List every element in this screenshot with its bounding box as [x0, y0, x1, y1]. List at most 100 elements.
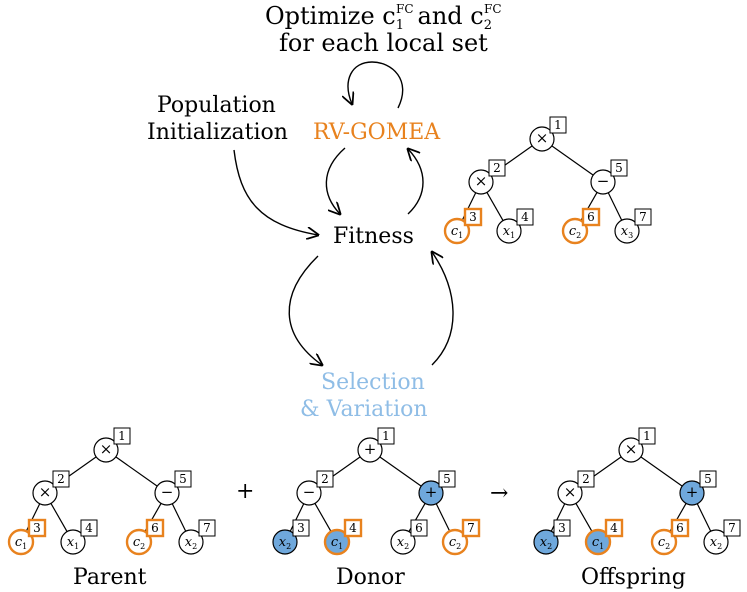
node-circle — [703, 529, 729, 555]
node-circle — [357, 437, 383, 463]
node-index: 1 — [382, 429, 390, 443]
offspring-label: Offspring — [581, 565, 686, 590]
node-index-box — [670, 518, 690, 538]
node-index: 5 — [443, 472, 451, 486]
node-index: 2 — [582, 472, 590, 486]
node-index-box — [488, 159, 506, 177]
node-label: c2 — [449, 535, 461, 551]
tree-edge — [640, 456, 683, 487]
node-index-box — [377, 427, 395, 445]
node-index: 1 — [643, 429, 651, 443]
tree-node: x26 — [390, 519, 428, 555]
node-circle — [272, 529, 298, 555]
node-index-box — [438, 470, 456, 488]
node-label: x3 — [621, 224, 633, 240]
init-to-fitness-arrow — [233, 149, 318, 235]
tree-node: c26 — [650, 518, 690, 556]
tree-node: c1 4 — [323, 518, 363, 556]
node-label: c1 — [451, 224, 463, 240]
tree-node: −2 — [296, 470, 334, 506]
node-index: 2 — [493, 161, 501, 175]
node-index: 1 — [554, 118, 562, 132]
node-label: − — [161, 483, 174, 501]
node-label: − — [597, 172, 610, 190]
node-index: 5 — [704, 472, 712, 486]
node-index-box — [604, 518, 624, 538]
node-circle — [441, 528, 469, 556]
node-circle — [418, 480, 444, 506]
trees-layer: ×1×2−5c13x14c26x37×1×2−5c13x14c26x27+1−2… — [7, 116, 741, 556]
node-label: + — [686, 483, 699, 501]
node-index-box — [553, 519, 571, 537]
fitness-to-gomea-arrow — [408, 149, 424, 215]
node-circle — [390, 529, 416, 555]
node-index-box — [577, 470, 595, 488]
node-index-box — [343, 518, 363, 538]
node-index-box — [27, 518, 47, 538]
node-label: × — [625, 440, 638, 458]
rv-gomea-label: RV-GOMEA — [313, 120, 441, 145]
selection-line1: Selection — [321, 370, 425, 395]
node-index: 4 — [610, 521, 618, 535]
tree-edge — [575, 503, 593, 532]
node-index-box — [463, 207, 483, 227]
tree-node: x27 — [703, 519, 741, 555]
node-index: 3 — [297, 521, 305, 535]
fitness-to-selection-arrow — [288, 255, 322, 365]
node-index-box — [113, 427, 131, 445]
node-circle — [650, 528, 678, 556]
node-label: c1 — [592, 535, 604, 551]
tree-node: c1 3 — [443, 207, 483, 245]
tree-node: x37 — [614, 208, 652, 244]
tree-node: ×1 — [93, 427, 131, 463]
node-label: x2 — [710, 535, 722, 551]
node-index-box — [638, 427, 656, 445]
node-index: 4 — [349, 521, 357, 535]
tree-node: ×2 — [557, 470, 595, 506]
fitness-label: Fitness — [333, 224, 414, 249]
node-index-box — [52, 470, 70, 488]
node-index: 2 — [321, 472, 329, 486]
node-label: × — [564, 483, 577, 501]
tree-node: c13 — [7, 518, 47, 556]
node-index: 3 — [558, 521, 566, 535]
tree-node: c1 4 — [584, 518, 624, 556]
tree-node: +5 — [418, 470, 456, 506]
node-index: 3 — [469, 210, 477, 224]
node-circle — [529, 126, 555, 152]
node-label: + — [425, 483, 438, 501]
node-label: × — [475, 172, 488, 190]
tree-edge — [379, 456, 422, 487]
node-index-box — [723, 519, 741, 537]
node-index-box — [292, 519, 310, 537]
tree-node: +5 — [679, 470, 717, 506]
plus-sign: + — [236, 479, 254, 504]
node-circle — [584, 528, 612, 556]
tree-node: ×1 — [529, 116, 567, 152]
node-index: 1 — [118, 429, 126, 443]
node-circle — [154, 480, 180, 506]
node-circle — [60, 529, 86, 555]
node-label: c2 — [133, 535, 145, 551]
node-circle — [178, 529, 204, 555]
selection-line2: & Variation — [300, 397, 428, 422]
node-index-box — [316, 470, 334, 488]
node-label: c2 — [658, 535, 670, 551]
node-index-box — [461, 518, 481, 538]
gomea-to-fitness-arrow — [325, 147, 346, 214]
node-index-box — [549, 116, 567, 134]
node-label: c1 — [331, 535, 343, 551]
tree-node: x14 — [496, 208, 534, 244]
tree-edge — [314, 503, 332, 532]
node-label: x2 — [540, 535, 552, 551]
pop-init-line2: Initialization — [147, 120, 288, 145]
node-index: 3 — [33, 521, 41, 535]
node-circle — [443, 217, 471, 245]
node-circle — [296, 480, 322, 506]
node-label: × — [39, 483, 52, 501]
tree-node: ×1 — [618, 427, 656, 463]
